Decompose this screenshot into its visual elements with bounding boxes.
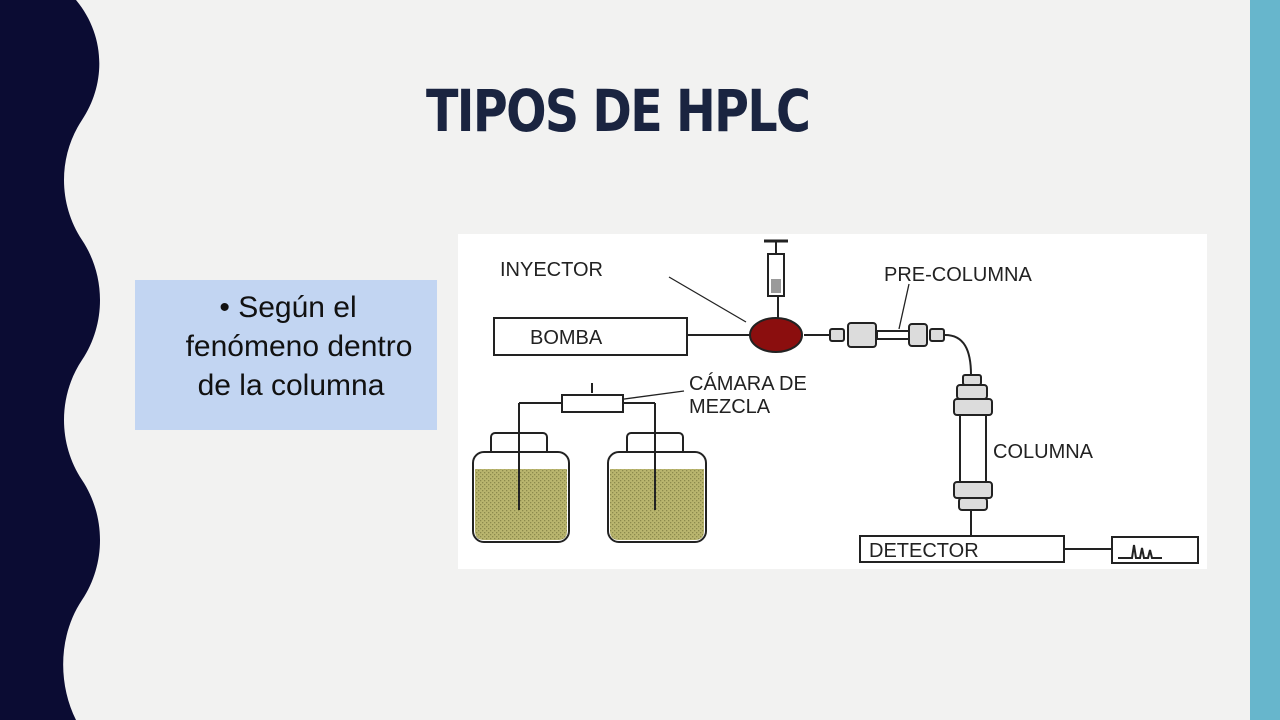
solvent-bottle-left	[472, 432, 570, 543]
pump-label: BOMBA	[530, 327, 603, 349]
slide-title: TIPOS DE HPLC	[426, 77, 811, 145]
solvent-bottle-right	[607, 432, 707, 543]
syringe-icon	[764, 239, 788, 297]
injector-valve	[749, 317, 803, 353]
hplc-diagram: BOMBA CÁMARA DE MEZCLA INYECTOR PRE-COLU…	[458, 234, 1207, 569]
accent-bar	[1250, 0, 1280, 720]
detector-box	[859, 535, 1065, 563]
pump-box	[493, 317, 688, 356]
column-label: COLUMNA	[993, 441, 1094, 463]
recorder-chromatogram-icon	[1111, 536, 1199, 564]
mixing-chamber-box	[561, 394, 624, 413]
bullet-box: • Según el fenómeno dentro de la columna	[135, 280, 437, 430]
bullet-line-3: de la columna	[197, 369, 385, 402]
bullet-line-1: • Según el	[219, 291, 357, 324]
mixing-chamber-label-line1: CÁMARA DE	[689, 372, 807, 395]
bullet-line-2: fenómeno dentro	[185, 330, 413, 363]
pre-column	[829, 322, 945, 348]
injector-label: INYECTOR	[500, 259, 603, 281]
wavy-left-band	[0, 0, 100, 720]
pre-column-label: PRE-COLUMNA	[884, 264, 1032, 286]
mixing-chamber-label-line2: MEZCLA	[689, 396, 771, 418]
bullet-marker: •	[219, 291, 239, 324]
column	[953, 374, 993, 511]
detector-label: DETECTOR	[869, 540, 979, 562]
